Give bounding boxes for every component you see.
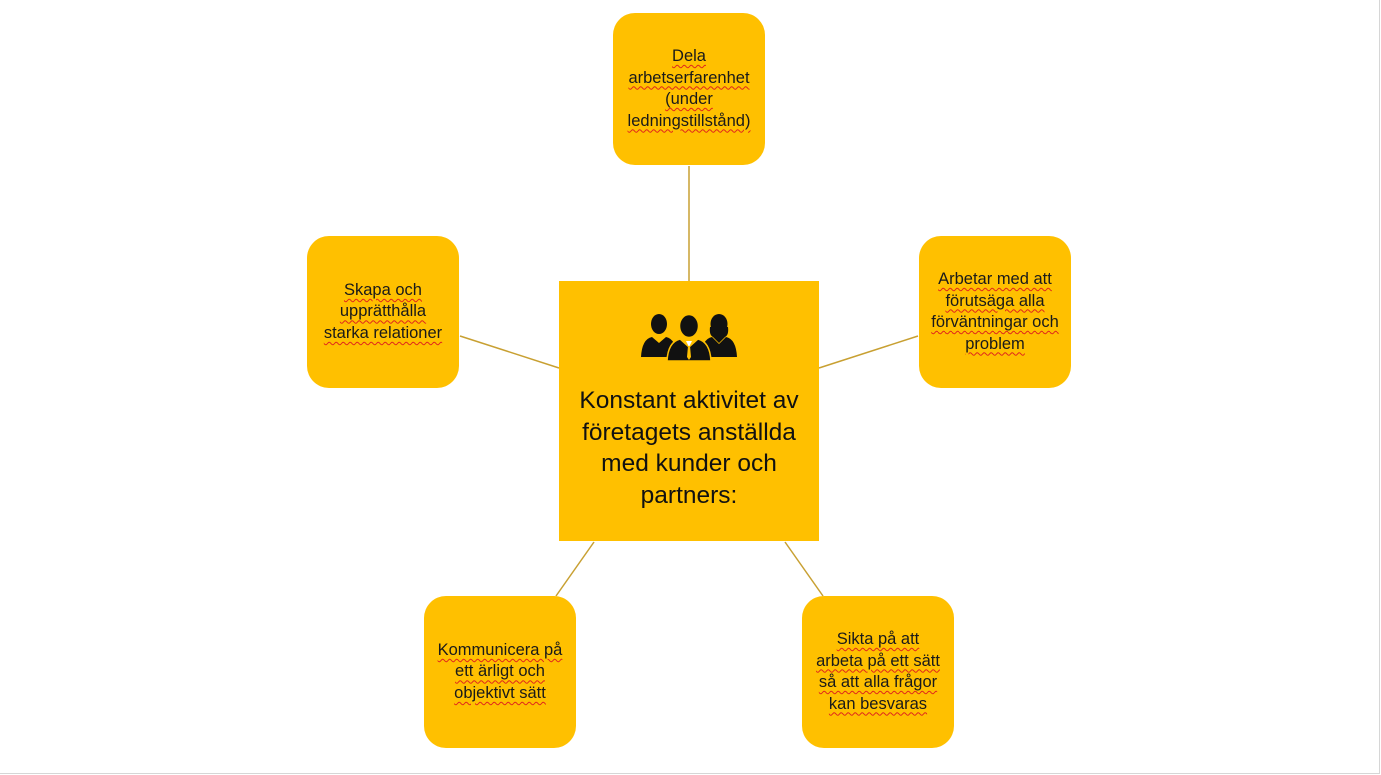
center-title: Konstant aktivitet av företagets anställ… <box>579 387 799 509</box>
node-top-label: Dela arbetserfarenhet (under ledningstil… <box>627 47 751 130</box>
people-group-icon <box>641 313 737 362</box>
node-top[interactable]: Dela arbetserfarenhet (under ledningstil… <box>613 13 765 165</box>
node-bottom-right-label: Sikta på att arbeta på ett sätt så att a… <box>816 630 940 713</box>
node-bottom-left-label: Kommunicera på ett ärligt och objektivt … <box>437 640 563 702</box>
center-node[interactable]: Konstant aktivitet av företagets anställ… <box>559 281 819 541</box>
node-left[interactable]: Skapa och upprätthålla starka relationer <box>307 236 459 388</box>
connector-bottom-right <box>784 541 824 597</box>
connector-bottom-left <box>555 541 595 597</box>
node-bottom-left[interactable]: Kommunicera på ett ärligt och objektivt … <box>424 596 576 748</box>
node-bottom-right[interactable]: Sikta på att arbeta på ett sätt så att a… <box>802 596 954 748</box>
connector-right <box>818 335 919 369</box>
node-right[interactable]: Arbetar med att förutsäga alla förväntni… <box>919 236 1071 388</box>
node-left-label: Skapa och upprätthålla starka relationer <box>323 280 443 342</box>
node-right-label: Arbetar med att förutsäga alla förväntni… <box>931 270 1059 353</box>
connector-left <box>459 335 560 369</box>
